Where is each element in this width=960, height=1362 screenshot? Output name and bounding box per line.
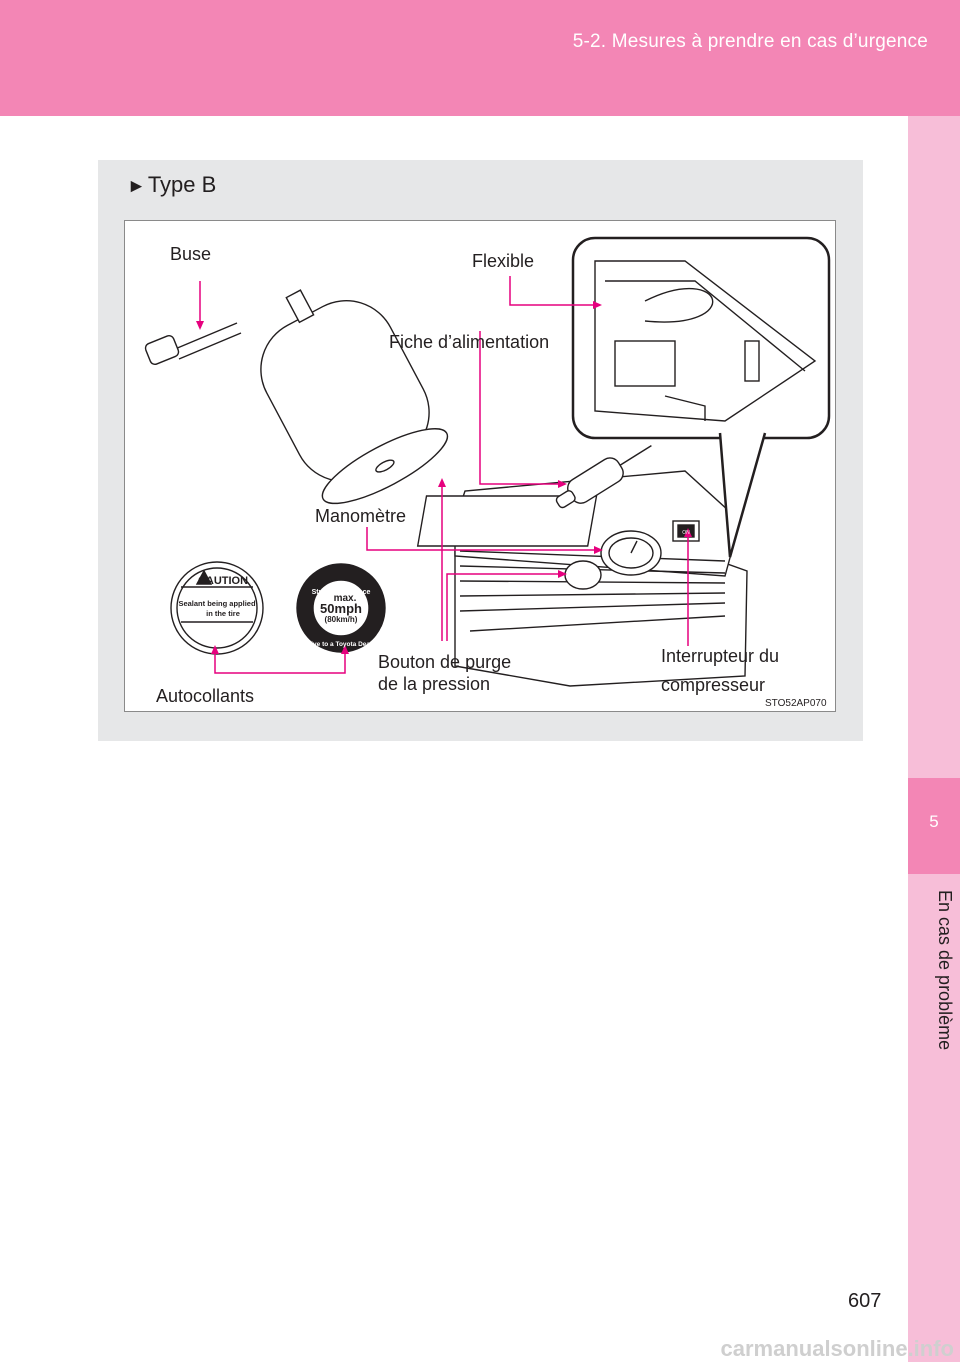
header-band <box>0 0 960 116</box>
caution-title: CAUTION <box>198 575 248 587</box>
label-interrupteur-2: compresseur <box>661 675 766 695</box>
sealant-bottle <box>260 289 449 505</box>
illustration-drawing: CAUTION Sealant being applied in the tir… <box>144 236 831 687</box>
chapter-tab <box>908 778 960 874</box>
triangle-marker-icon: ► <box>127 176 146 197</box>
chapter-label: En cas de problème <box>911 890 955 1080</box>
switch-text: ON <box>682 530 690 536</box>
watermark: carmanualsonline.info <box>720 1336 955 1361</box>
section-title: 5-2. Mesures à prendre en cas d’urgence <box>572 31 928 52</box>
label-buse: Buse <box>170 244 212 264</box>
label-autocollants: Autocollants <box>156 686 255 706</box>
chapter-number: 5 <box>929 812 939 831</box>
speed-sticker <box>296 563 386 653</box>
panel-title-text: Type B <box>147 172 217 197</box>
pressure-gauge <box>600 530 662 576</box>
compressor-switch <box>672 520 700 542</box>
label-manometre: Manomètre <box>315 506 407 526</box>
leader-lines <box>199 276 689 674</box>
leader-arrowheads <box>196 301 692 654</box>
speed-value: 50mph <box>320 601 362 616</box>
speed-arc-bottom: Drive to a Toyota Dealer <box>304 641 378 648</box>
label-fiche-alimentation: Fiche d’alimentation <box>389 332 550 352</box>
bottle-nozzle <box>144 322 242 366</box>
side-tab <box>908 116 960 1362</box>
speed-arc-top: Strict observance <box>312 589 371 596</box>
power-plug <box>555 445 652 509</box>
label-bouton-purge-1: Bouton de purge <box>378 652 512 672</box>
panel-title: ►Type B <box>127 172 216 198</box>
caution-line1: Sealant being applied <box>178 599 256 608</box>
compressor-illustration: CAUTION Sealant being applied in the tir… <box>124 220 836 712</box>
purge-button <box>564 560 602 590</box>
label-interrupteur-1: Interrupteur du <box>661 646 780 666</box>
figure-code: STO52AP070 <box>765 698 827 709</box>
label-bouton-purge-2: de la pression <box>378 674 491 694</box>
page-number: 607 <box>848 1290 882 1312</box>
speed-kmh: (80km/h) <box>325 615 358 624</box>
chapter-label-text: En cas de problème <box>935 890 955 1051</box>
caution-line2: in the tire <box>206 609 240 618</box>
caution-sticker <box>170 561 264 655</box>
zoom-callout <box>571 236 831 558</box>
speed-max: max. <box>334 593 357 604</box>
label-flexible: Flexible <box>472 251 535 271</box>
